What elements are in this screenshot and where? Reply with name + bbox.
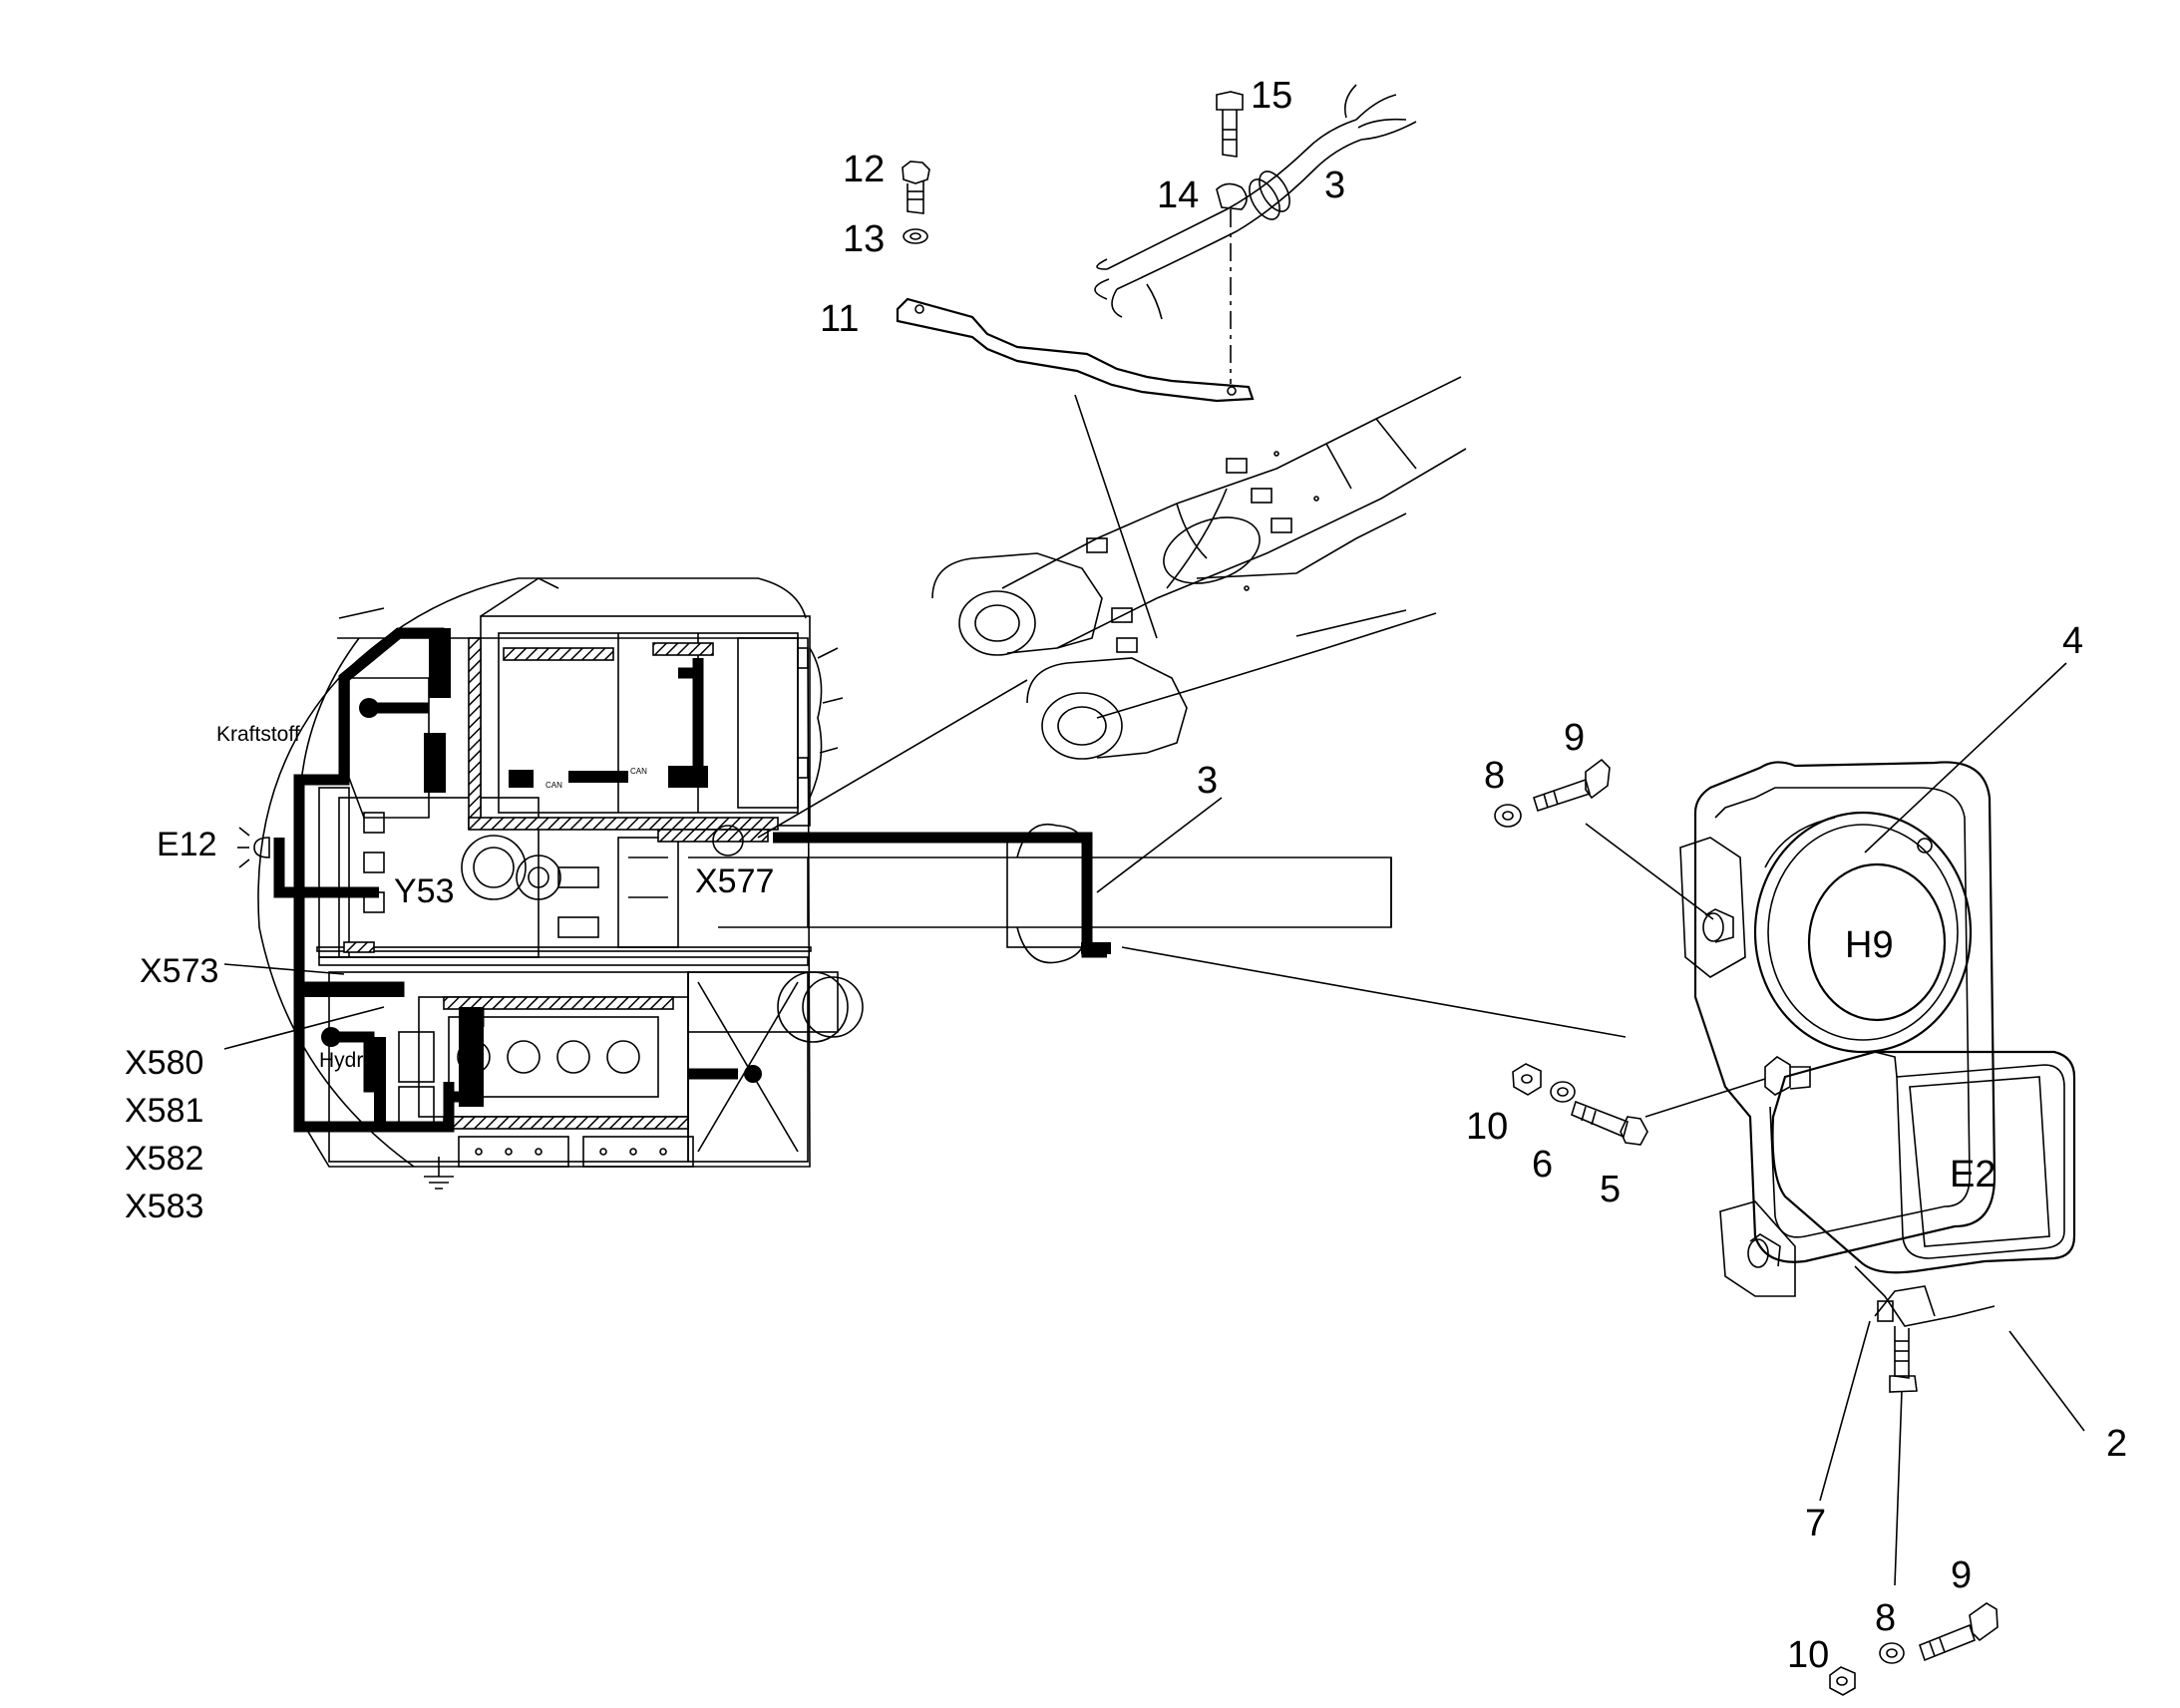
callout-3-boom: 3 xyxy=(1197,760,1218,802)
callout-11: 11 xyxy=(820,298,859,340)
label-kraftstoff: Kraftstoff xyxy=(216,723,300,746)
callout-13: 13 xyxy=(843,218,885,260)
label-e12: E12 xyxy=(157,826,217,863)
lamp-e12-symbol xyxy=(237,827,270,868)
hardware-middle xyxy=(1121,946,1766,1146)
callout-12: 12 xyxy=(843,149,885,190)
label-x582: X582 xyxy=(125,1140,203,1178)
callout-10-lower: 10 xyxy=(1787,1634,1829,1676)
callout-9-upper: 9 xyxy=(1564,717,1585,759)
callout-8-lower: 8 xyxy=(1875,1597,1896,1639)
callout-2: 2 xyxy=(2106,1423,2127,1465)
label-can-1: CAN xyxy=(630,767,647,776)
callout-leaders xyxy=(1096,662,2085,1502)
callout-5: 5 xyxy=(1600,1169,1621,1210)
callout-7: 7 xyxy=(1805,1503,1826,1544)
component-labels: H9 E2 E12 Y53 X577 X573 X580 X581 X582 X… xyxy=(125,723,1996,1225)
horn-and-light-assembly xyxy=(1679,761,2076,1393)
cable-bracket-assembly xyxy=(896,84,1417,403)
label-h9: H9 xyxy=(1845,924,1894,966)
label-x581: X581 xyxy=(125,1092,203,1130)
hardware-upper xyxy=(1494,758,1714,920)
hardware-lower xyxy=(1829,1390,1998,1696)
callout-14: 14 xyxy=(1157,174,1199,216)
callout-3-cable: 3 xyxy=(1324,165,1345,206)
callout-6: 6 xyxy=(1532,1144,1553,1186)
left-leaders xyxy=(223,679,1028,1050)
label-x573: X573 xyxy=(140,952,218,990)
machine-top-view xyxy=(257,577,1392,1190)
label-x583: X583 xyxy=(125,1188,203,1225)
boom-arm xyxy=(931,376,1467,760)
label-hydr: Hydr. xyxy=(319,1049,368,1072)
callout-10-middle: 10 xyxy=(1466,1106,1508,1148)
label-e2: E2 xyxy=(1950,1154,1996,1196)
label-x577: X577 xyxy=(695,862,774,900)
callout-numbers: 2 3 3 4 5 6 7 8 8 9 9 10 10 11 12 13 14 … xyxy=(820,75,2127,1676)
callout-8-upper: 8 xyxy=(1484,755,1505,797)
callout-15: 15 xyxy=(1251,75,1292,117)
label-x580: X580 xyxy=(125,1044,203,1082)
callout-9-lower: 9 xyxy=(1951,1554,1972,1596)
label-can-2: CAN xyxy=(545,781,562,790)
label-y53: Y53 xyxy=(394,872,455,910)
wire-harness xyxy=(273,627,1111,1133)
callout-4: 4 xyxy=(2062,620,2083,662)
